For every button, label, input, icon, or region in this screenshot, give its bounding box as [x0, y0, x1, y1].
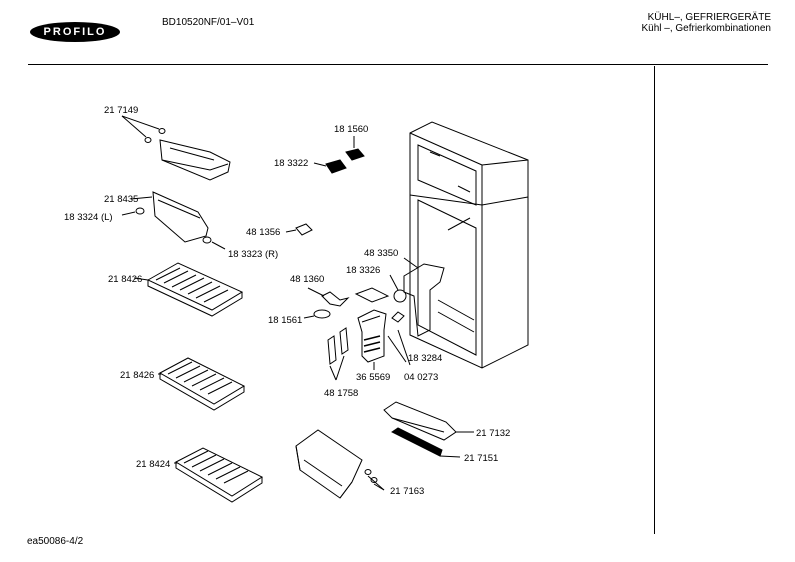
part-label-218426-a: 21 8426 — [108, 274, 142, 285]
category-line-1: KÜHL–, GEFRIERGERÄTE — [647, 12, 771, 23]
part-tray-top — [121, 115, 231, 181]
part-cover-flap — [121, 191, 226, 250]
part-label-183326: 18 3326 — [346, 265, 380, 276]
part-label-481356: 48 1356 — [246, 227, 280, 238]
part-label-483350: 48 3350 — [364, 248, 398, 259]
part-label-218424: 21 8424 — [136, 459, 170, 470]
header-divider — [28, 64, 768, 65]
part-label-183323: 18 3323 (R) — [228, 249, 278, 260]
part-label-217149: 21 7149 — [104, 105, 138, 116]
part-cap-481356 — [285, 223, 313, 236]
model-number: BD10520NF/01–V01 — [162, 17, 255, 28]
part-label-481360: 48 1360 — [290, 274, 324, 285]
part-label-183324: 18 3324 (L) — [64, 212, 113, 223]
part-filter-housing-365569 — [357, 309, 411, 370]
part-shelf-3 — [174, 447, 264, 503]
part-crisper-drawer — [295, 429, 385, 499]
part-label-183322: 18 3322 — [274, 158, 308, 169]
part-label-217163: 21 7163 — [390, 486, 424, 497]
part-label-217151: 21 7151 — [464, 453, 498, 464]
drawing-code: ea50086-4/2 — [27, 536, 84, 547]
part-label-181561: 18 1561 — [268, 315, 302, 326]
part-label-217132: 21 7132 — [476, 428, 510, 439]
part-dispenser-483350 — [389, 257, 445, 337]
fridge-cabinet — [409, 121, 529, 369]
part-label-040273: 04 0273 — [404, 372, 438, 383]
part-label-218426-b: 21 8426 — [120, 370, 154, 381]
part-door-strip-217151 — [391, 427, 461, 458]
category-line-2: Kühl –, Gefrierkombinationen — [641, 23, 771, 34]
category-title: KÜHL–, GEFRIERGERÄTE Kühl –, Gefrierkomb… — [641, 12, 771, 34]
part-door-bin-217132 — [383, 401, 474, 441]
part-label-481758: 48 1758 — [324, 388, 358, 399]
part-label-218435: 21 8435 — [104, 194, 138, 205]
part-bracket-481360 — [303, 287, 390, 319]
part-shelf-2 — [158, 357, 246, 411]
side-divider — [654, 66, 655, 534]
part-filters-small — [313, 136, 365, 174]
part-shelf-1 — [133, 262, 244, 317]
part-valves-481758 — [327, 327, 349, 381]
part-label-365569: 36 5569 — [356, 372, 390, 383]
brand-logo: PROFILO — [30, 22, 120, 42]
part-label-181560: 18 1560 — [334, 124, 368, 135]
part-label-183284: 18 3284 — [408, 353, 442, 364]
